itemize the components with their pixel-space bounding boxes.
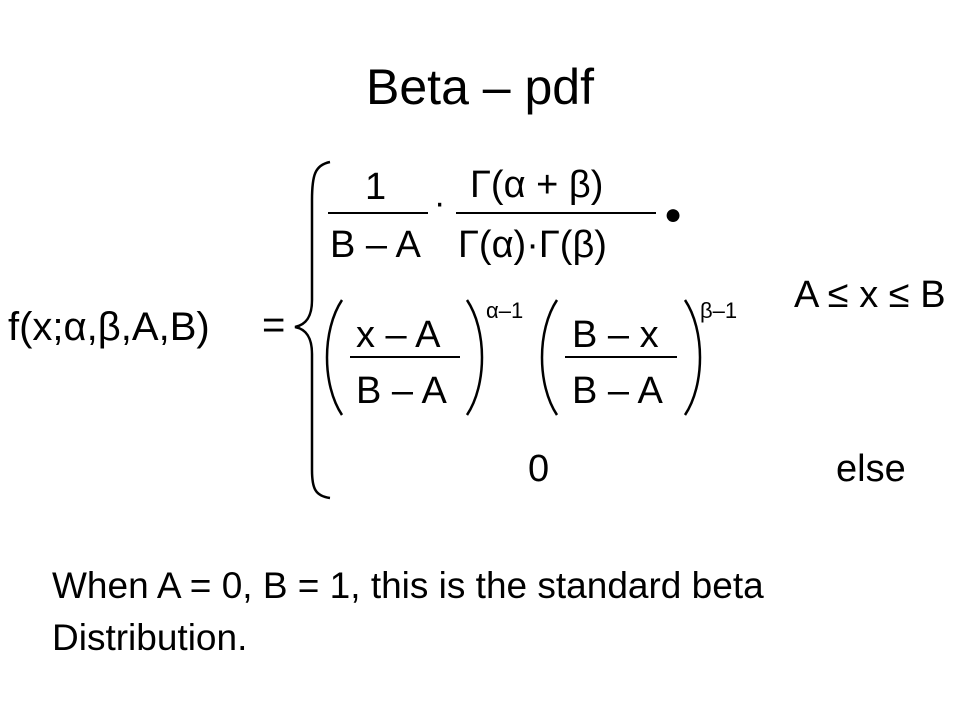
mult-dot: · <box>434 184 446 222</box>
formula-equals: = <box>262 303 286 347</box>
frac-a-denominator: B – A <box>330 224 421 266</box>
term1-denominator: B – A <box>356 370 447 412</box>
frac-b-denominator: Γ(α)·Γ(β) <box>458 224 607 266</box>
term2-denominator: B – A <box>572 370 663 412</box>
frac-a-numerator: 1 <box>365 166 387 208</box>
caption-text: When A = 0, B = 1, this is the standard … <box>52 565 764 658</box>
frac-b-numerator: Γ(α + β) <box>470 164 604 206</box>
term2-numerator: B – x <box>572 314 659 356</box>
term2-paren-left <box>540 299 559 416</box>
term1-numerator: x – A <box>356 314 441 356</box>
formula-lhs: f(x;α,β,A,B) <box>8 305 210 349</box>
term2-paren-right <box>683 299 702 416</box>
bullet-icon: ● <box>664 198 683 231</box>
case2-value: 0 <box>528 448 550 490</box>
term1-paren-left <box>325 299 344 416</box>
term1-exponent: α–1 <box>486 298 524 323</box>
term2-exponent: β–1 <box>700 298 738 323</box>
term1-paren-right <box>465 299 484 416</box>
slide-title: Beta – pdf <box>366 59 594 115</box>
case-brace <box>294 160 331 500</box>
case2-condition: else <box>836 448 906 490</box>
case1-condition: A ≤ x ≤ B <box>794 274 946 316</box>
